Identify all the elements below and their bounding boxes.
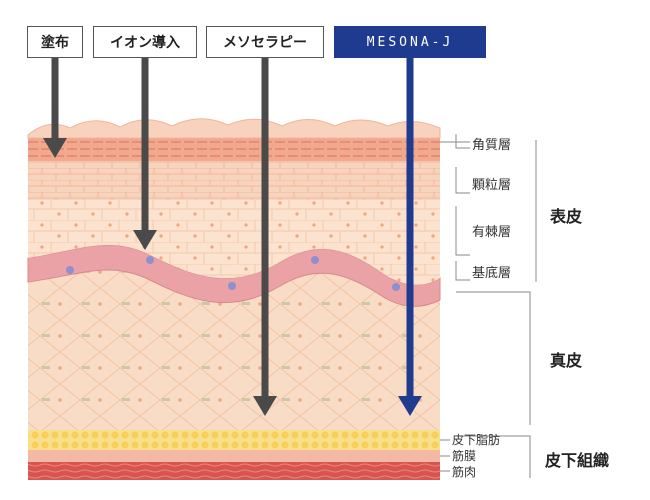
group-dermis-label: 真皮 xyxy=(550,351,583,370)
method-mesona-j-box: MESONA-J xyxy=(334,26,486,58)
arrow-application xyxy=(43,58,67,158)
label-stratum-spinosum: 有棘層 xyxy=(472,225,512,240)
spinous-fill xyxy=(28,200,440,285)
skin-cross-section xyxy=(27,118,441,480)
granular-layer xyxy=(28,160,440,200)
arrow-iontophoresis xyxy=(133,58,157,250)
basal-layer xyxy=(27,244,441,307)
method-mesona-j-label: MESONA-J xyxy=(366,34,454,50)
arrow-mesona-j xyxy=(398,58,422,416)
subcutaneous-fat-layer xyxy=(28,430,440,450)
method-iontophoresis-label: イオン導入 xyxy=(110,35,180,51)
arrow-mesotherapy xyxy=(253,58,277,416)
group-epidermis-label: 表皮 xyxy=(550,207,583,226)
label-fascia: 筋膜 xyxy=(452,449,477,463)
method-application-box: 塗布 xyxy=(27,26,83,58)
method-iontophoresis-box: イオン導入 xyxy=(93,26,197,58)
label-muscle: 筋肉 xyxy=(452,465,477,479)
label-stratum-corneum: 角質層 xyxy=(472,138,512,153)
method-mesotherapy-box: メソセラピー xyxy=(206,26,324,58)
method-mesotherapy-label: メソセラピー xyxy=(223,35,307,51)
skin-surface xyxy=(27,118,441,139)
corneum-layer xyxy=(28,135,440,161)
label-subcutaneous-fat: 皮下脂肪 xyxy=(452,433,501,447)
fascia-layer xyxy=(28,450,440,462)
group-subcutaneous-label: 皮下組織 xyxy=(545,451,610,470)
method-application-label: 塗布 xyxy=(41,35,69,51)
layer-brackets xyxy=(440,134,537,478)
label-stratum-granulosum: 顆粒層 xyxy=(472,178,512,193)
muscle-layer xyxy=(28,462,440,480)
basal-cells xyxy=(66,256,400,291)
label-stratum-basale: 基底層 xyxy=(472,266,512,281)
